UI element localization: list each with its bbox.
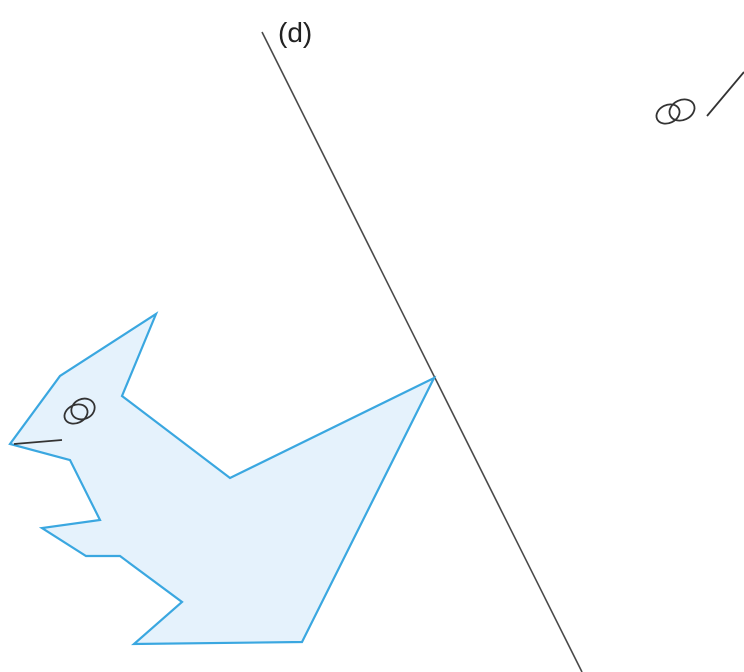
squirrel-shape (8, 311, 437, 646)
squirrel-mouth (13, 439, 63, 445)
symmetry-line-d (261, 31, 583, 672)
reflected-eye (655, 98, 696, 125)
squirrel-eye (63, 397, 96, 425)
line-label: (d) (278, 17, 312, 48)
reflected-mouth (706, 71, 744, 117)
